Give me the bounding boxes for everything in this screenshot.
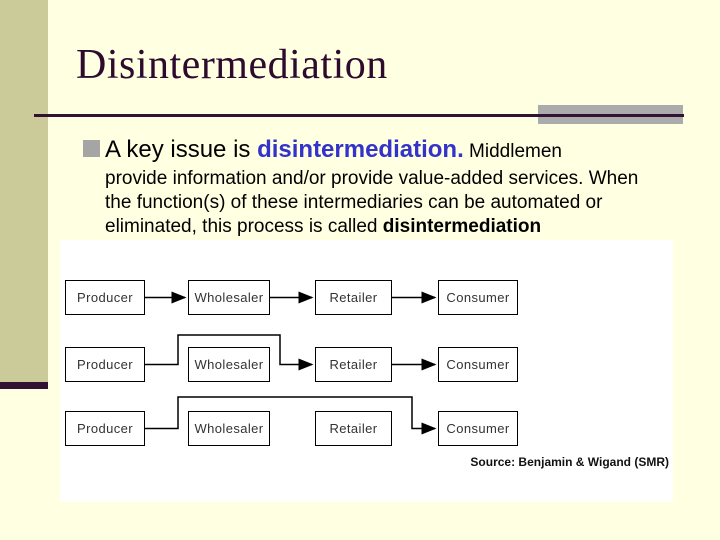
box-producer-row2: Producer [65,347,145,382]
body-line-1-tail: Middlemen [463,141,562,162]
box-retailer-row2: Retailer [315,347,392,382]
bypass-arrow-producer-consumer [145,396,437,435]
body-line-4-bold: disintermediation [382,216,542,237]
body-paragraph: A key issue is disintermediation. Middle… [105,134,690,239]
body-line-3: the function(s) of these intermediaries … [105,192,603,213]
flow-arrows [145,291,437,435]
bullet-marker [83,140,100,157]
box-consumer-row3: Consumer [438,411,518,446]
box-producer-row3: Producer [65,411,145,446]
box-retailer-row1: Retailer [315,280,392,315]
box-retailer-row3: Retailer [315,411,392,446]
body-line-1: A key issue is disintermediation. Middle… [105,134,690,167]
body-line-1-text: A key issue is [105,136,258,163]
body-line-4: eliminated, this process is called disin… [105,215,690,239]
page-title: Disintermediation [76,42,388,88]
box-wholesaler-row3: Wholesaler [188,411,270,446]
box-wholesaler-row1: Wholesaler [188,280,270,315]
figure-source-credit: Source: Benjamin & Wigand (SMR) [470,455,669,469]
box-producer-row1: Producer [65,280,145,315]
disintermediation-figure: Producer Wholesaler Retailer Consumer Pr… [60,240,673,502]
body-line-4-text: eliminated, this process is called [105,216,383,237]
left-accent-bar-cap [0,382,48,389]
title-rule [34,114,684,117]
bypass-arrow-producer-retailer [145,334,314,371]
box-wholesaler-row2: Wholesaler [188,347,270,382]
left-accent-bar [0,0,48,382]
body-line-2: provide information and/or provide value… [105,168,639,189]
body-line-1-emphasis: disintermediation. [257,136,464,163]
box-consumer-row1: Consumer [438,280,518,315]
box-consumer-row2: Consumer [438,347,518,382]
